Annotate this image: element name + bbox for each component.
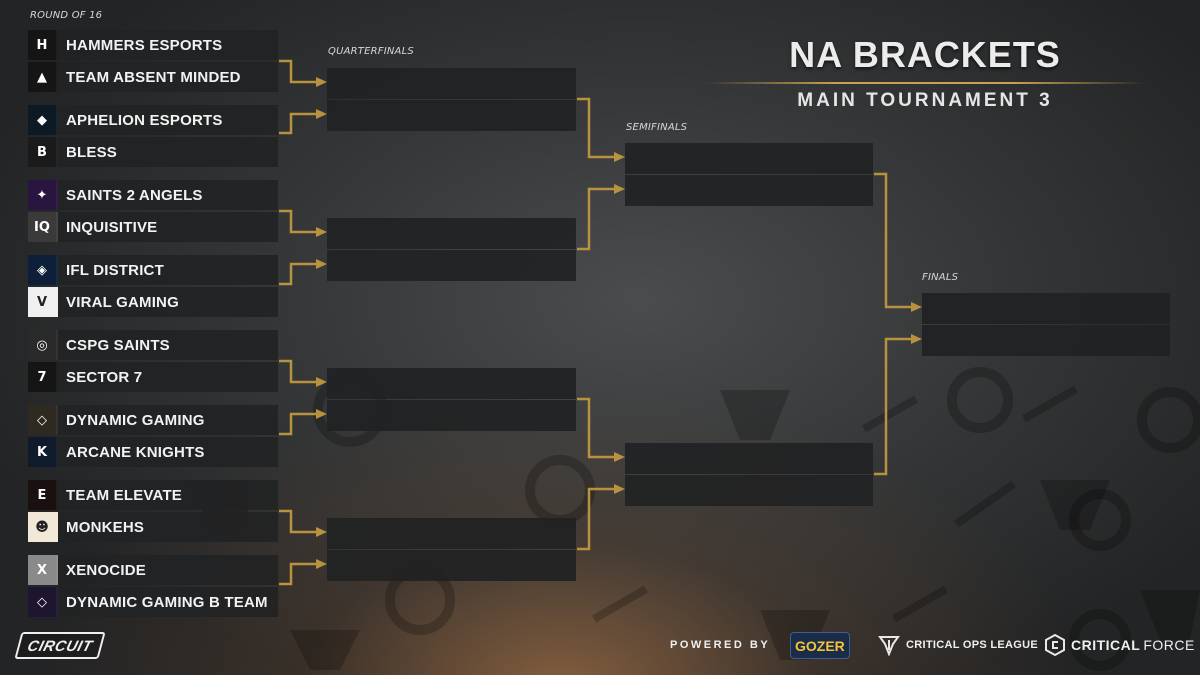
team-row: ◆ APHELION ESPORTS [28, 105, 278, 135]
team-logo-icon: ▲ [28, 62, 58, 92]
team-logo-icon: ◇ [28, 587, 58, 617]
critical-force-hex-icon [1045, 633, 1065, 657]
team-name: APHELION ESPORTS [66, 111, 223, 129]
sf-slot [625, 143, 873, 174]
powered-by-label: POWERED BY [670, 639, 771, 651]
force-text: FORCE [1143, 637, 1195, 653]
team-logo-icon: B [28, 137, 58, 167]
title-block: NA BRACKETS MAIN TOURNAMENT 3 [700, 34, 1150, 112]
team-logo-icon: ◈ [28, 255, 58, 285]
team-name: TEAM ELEVATE [66, 486, 183, 504]
team-name: INQUISITIVE [66, 218, 158, 236]
qf-slot [327, 400, 576, 431]
team-logo-icon: ☻ [28, 512, 58, 542]
team-logo-icon: E [28, 480, 58, 510]
team-name: TEAM ABSENT MINDED [66, 68, 241, 86]
critical-ops-league-logo: CRITICAL OPS LEAGUE [878, 630, 1038, 660]
title-divider [705, 82, 1145, 84]
team-logo-icon: V [28, 287, 58, 317]
qf-slot [327, 368, 576, 399]
qf-slot [327, 100, 576, 131]
qf-slot [327, 68, 576, 99]
quarterfinals-label: QUARTERFINALS [328, 46, 414, 57]
team-row: ◇ DYNAMIC GAMING [28, 405, 278, 435]
qf-slot [327, 218, 576, 249]
team-name: XENOCIDE [66, 561, 146, 579]
team-logo-icon: H [28, 30, 58, 60]
team-row: B BLESS [28, 137, 278, 167]
team-row: ◇ DYNAMIC GAMING B TEAM [28, 587, 278, 617]
circuit-logo-frame: CIRCUIT [14, 631, 106, 659]
team-logo-icon: ◆ [28, 105, 58, 135]
team-name: DYNAMIC GAMING B TEAM [66, 593, 268, 611]
semifinals-label: SEMIFINALS [626, 122, 688, 133]
team-name: IFL DISTRICT [66, 261, 164, 279]
sf-slot [625, 175, 873, 206]
team-row: ◎ CSPG SAINTS [28, 330, 278, 360]
team-row: ☻ MONKEHS [28, 512, 278, 542]
team-logo-icon: ✦ [28, 180, 58, 210]
team-row: ▲ TEAM ABSENT MINDED [28, 62, 278, 92]
finals-label: FINALS [922, 272, 959, 283]
team-name: MONKEHS [66, 518, 145, 536]
gozer-logo: GOZER [790, 630, 850, 660]
team-name: ARCANE KNIGHTS [66, 443, 205, 461]
team-row: H HAMMERS ESPORTS [28, 30, 278, 60]
team-row: ◈ IFL DISTRICT [28, 255, 278, 285]
critical-force-logo: CRITICAL FORCE [1045, 630, 1195, 660]
team-logo-icon: IQ [28, 212, 58, 242]
team-row: V VIRAL GAMING [28, 287, 278, 317]
team-name: SECTOR 7 [66, 368, 143, 386]
col-emblem-icon [878, 634, 900, 657]
team-row: 7 SECTOR 7 [28, 362, 278, 392]
final-slot [922, 293, 1170, 324]
team-logo-icon: X [28, 555, 58, 585]
qf-slot [327, 550, 576, 581]
circuit-logo: CIRCUIT [14, 630, 106, 660]
sf-slot [625, 443, 873, 474]
team-logo-icon: K [28, 437, 58, 467]
page-subtitle: MAIN TOURNAMENT 3 [797, 90, 1053, 111]
gozer-text: GOZER [795, 637, 845, 654]
col-text: CRITICAL OPS LEAGUE [906, 639, 1039, 651]
team-name: VIRAL GAMING [66, 293, 179, 311]
final-slot [922, 325, 1170, 356]
powered-by: POWERED BY [670, 630, 770, 660]
qf-slot [327, 250, 576, 281]
team-name: CSPG SAINTS [66, 336, 170, 354]
team-name: HAMMERS ESPORTS [66, 36, 223, 54]
qf-slot [327, 518, 576, 549]
team-name: DYNAMIC GAMING [66, 411, 205, 429]
sf-slot [625, 475, 873, 506]
page-title: NA BRACKETS [789, 34, 1061, 75]
team-row: E TEAM ELEVATE [28, 480, 278, 510]
team-logo-icon: ◇ [28, 405, 58, 435]
team-row: ✦ SAINTS 2 ANGELS [28, 180, 278, 210]
gozer-badge: GOZER [790, 631, 850, 659]
circuit-logo-text: CIRCUIT [25, 637, 95, 655]
team-row: IQ INQUISITIVE [28, 212, 278, 242]
team-name: SAINTS 2 ANGELS [66, 186, 203, 204]
team-row: K ARCANE KNIGHTS [28, 437, 278, 467]
team-row: X XENOCIDE [28, 555, 278, 585]
team-logo-icon: 7 [28, 362, 58, 392]
round-of-16-label: ROUND OF 16 [30, 10, 103, 21]
team-logo-icon: ◎ [28, 330, 58, 360]
critical-text: CRITICAL [1071, 637, 1141, 653]
team-name: BLESS [66, 143, 118, 161]
